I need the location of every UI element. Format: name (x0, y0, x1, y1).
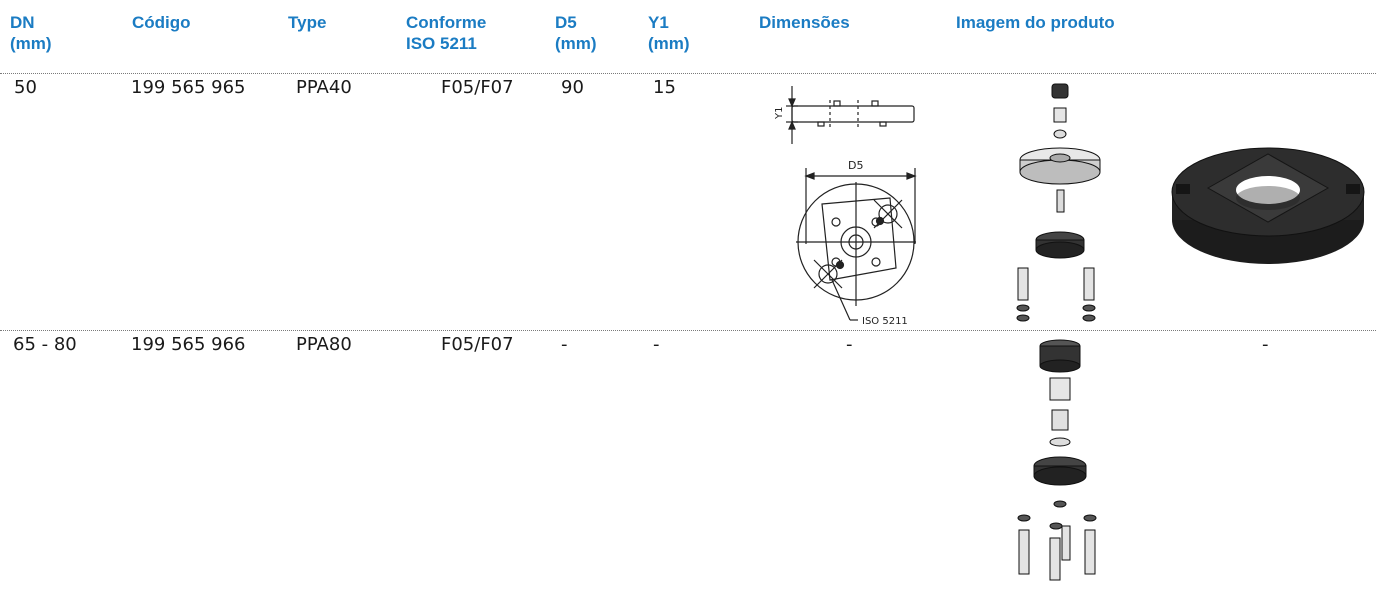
header-y1: Y1 (mm) (648, 12, 690, 54)
header-codigo: Código (132, 12, 191, 33)
header-dimensoes-line1: Dimensões (759, 13, 850, 32)
product-photo (1171, 147, 1365, 264)
row-divider (0, 330, 1376, 331)
cell-y1: 15 (653, 77, 676, 98)
header-type: Type (288, 12, 326, 33)
exploded-assembly-image (1016, 83, 1101, 322)
cell-imagem: - (1262, 334, 1269, 355)
cell-dn: 50 (14, 77, 37, 98)
cell-d5: 90 (561, 77, 584, 98)
cell-type: PPA80 (296, 334, 352, 355)
header-imagem: Imagem do produto (956, 12, 1115, 33)
cell-dn: 65 - 80 (13, 334, 77, 355)
cell-codigo: 199 565 965 (131, 77, 246, 98)
header-type-line1: Type (288, 13, 327, 32)
cell-type: PPA40 (296, 77, 352, 98)
cell-codigo: 199 565 966 (131, 334, 246, 355)
header-conforme-line1: Conforme (406, 13, 487, 32)
header-d5-line1: D5 (555, 13, 577, 32)
header-conforme: Conforme ISO 5211 (406, 12, 486, 54)
cell-conforme: F05/F07 (441, 334, 514, 355)
header-y1-line2: (mm) (648, 34, 690, 53)
header-y1-line1: Y1 (648, 13, 669, 32)
cell-conforme: F05/F07 (441, 77, 514, 98)
header-imagem-line1: Imagem do produto (956, 13, 1115, 32)
header-d5-line2: (mm) (555, 34, 597, 53)
header-dn-line1: DN (10, 13, 35, 32)
cell-y1: - (653, 334, 660, 355)
header-d5: D5 (mm) (555, 12, 597, 54)
drawing-label-iso: ISO 5211 (862, 316, 908, 327)
dimension-drawing: Y1 D5 ISO 5211 (774, 86, 917, 327)
header-dn-line2: (mm) (10, 34, 52, 53)
header-dimensoes: Dimensões (759, 12, 850, 33)
header-conforme-line2: ISO 5211 (406, 34, 477, 53)
drawing-label-d5: D5 (848, 159, 863, 172)
drawing-label-y1: Y1 (774, 107, 785, 120)
cell-dimensoes: - (846, 334, 853, 355)
cell-d5: - (561, 334, 568, 355)
header-dn: DN (mm) (10, 12, 52, 54)
header-divider (0, 73, 1376, 74)
header-codigo-line1: Código (132, 13, 191, 32)
exploded-assembly-image (1017, 339, 1097, 581)
